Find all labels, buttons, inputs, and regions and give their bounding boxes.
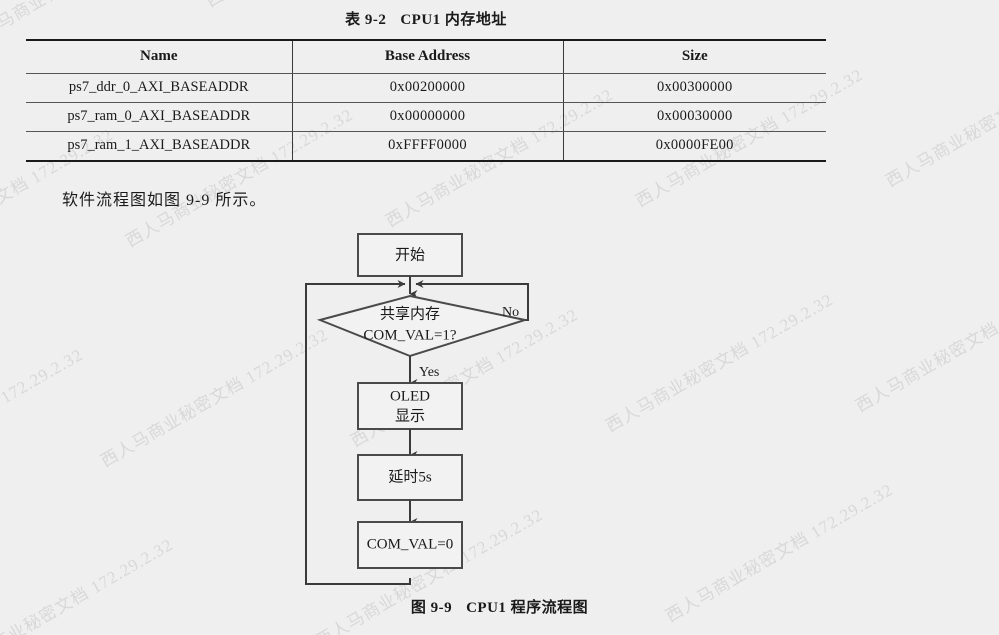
table-row: ps7_ram_1_AXI_BASEADDR 0xFFFF0000 0x0000… [26,131,826,162]
table-caption: 表 9-2 CPU1 内存地址 [26,8,826,29]
cell-size: 0x00300000 [562,73,826,103]
flow-node-oled: OLED 显示 [357,382,463,430]
cell-name: ps7_ram_1_AXI_BASEADDR [26,131,292,162]
flow-label-no: No [502,305,519,320]
table-body: ps7_ddr_0_AXI_BASEADDR 0x00200000 0x0030… [26,73,826,162]
flow-node-reset: COM_VAL=0 [357,521,463,569]
memory-address-table: Name Base Address Size ps7_ddr_0_AXI_BAS… [26,39,826,162]
cell-size: 0x0000FE00 [562,131,826,162]
table-caption-title: CPU1 内存地址 [400,12,507,28]
flow-node-start-label: 开始 [395,246,425,263]
flow-node-start: 开始 [357,233,463,277]
figure-caption: 图 9-9 CPU1 程序流程图 [0,596,999,617]
column-header-base-address: Base Address [291,39,563,74]
table-caption-label: 表 9-2 [345,12,387,28]
flow-node-delay: 延时5s [357,454,463,501]
cell-name: ps7_ram_0_AXI_BASEADDR [26,102,292,132]
flow-node-oled-line2: 显示 [395,408,425,424]
flow-node-oled-line1: OLED [390,388,430,404]
flow-node-decision-line1: 共享内存 [380,305,440,322]
table-block: 表 9-2 CPU1 内存地址 Name Base Address Size ps… [26,8,826,162]
flowchart: 开始 共享内存 COM_VAL=1? No Yes [0,220,999,600]
cell-name: ps7_ddr_0_AXI_BASEADDR [26,73,292,103]
flow-node-decision: 共享内存 COM_VAL=1? [316,294,529,358]
figure-caption-title: CPU1 程序流程图 [466,600,589,616]
table-row: ps7_ram_0_AXI_BASEADDR 0x00000000 0x0003… [26,102,826,132]
table-head: Name Base Address Size [26,39,826,74]
cell-base-address: 0x00200000 [291,73,563,103]
cell-base-address: 0x00000000 [291,102,563,132]
cell-base-address: 0xFFFF0000 [291,131,563,162]
flow-node-decision-line2: COM_VAL=1? [363,327,457,343]
flow-label-yes: Yes [419,365,439,380]
table-header-row: Name Base Address Size [26,39,826,74]
body-paragraph: 软件流程图如图 9-9 所示。 [62,192,267,209]
cell-size: 0x00030000 [562,102,826,132]
column-header-name: Name [26,39,292,74]
figure-caption-label: 图 9-9 [410,600,453,616]
flow-node-delay-label: 延时5s [388,468,432,485]
column-header-size: Size [562,39,826,74]
edge-loop-back-left [305,280,411,585]
flow-node-reset-label: COM_VAL=0 [367,536,454,552]
table-row: ps7_ddr_0_AXI_BASEADDR 0x00200000 0x0030… [26,73,826,103]
